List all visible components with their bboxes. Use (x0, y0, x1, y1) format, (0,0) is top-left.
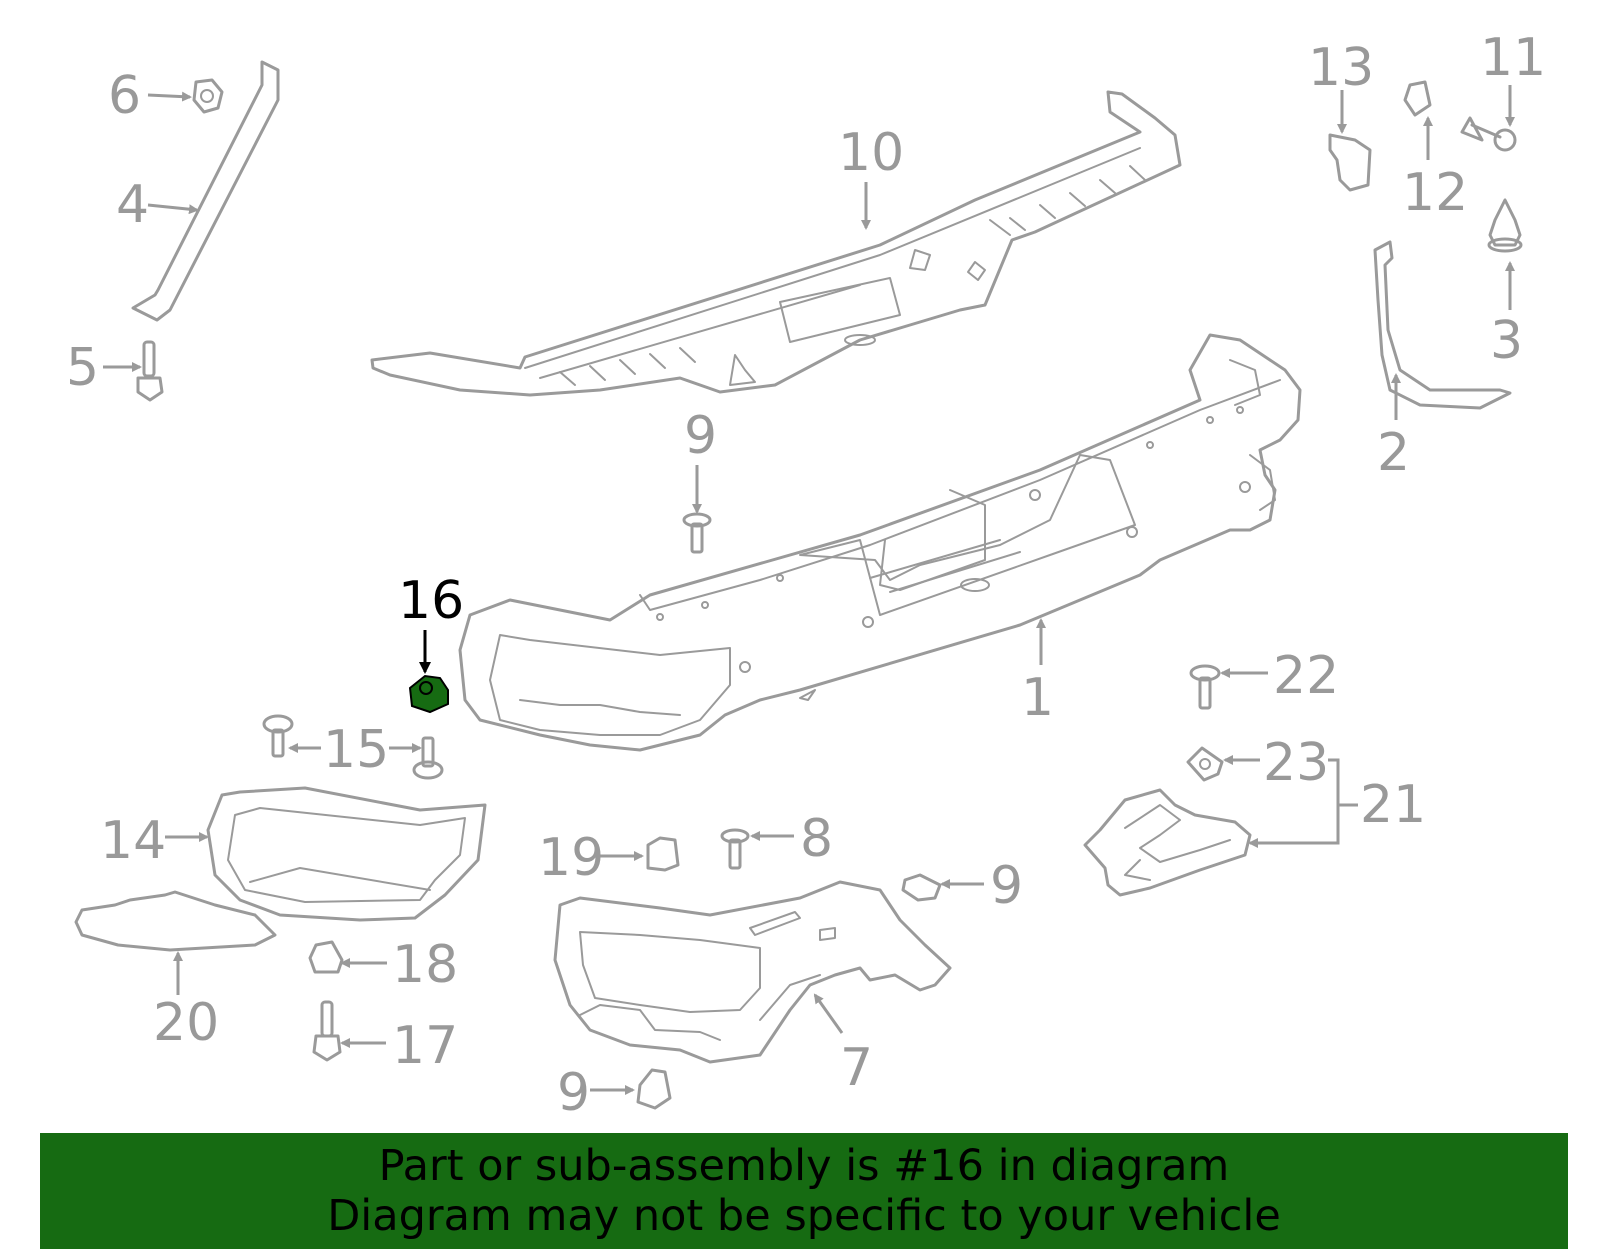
callout-21: 21 (1360, 775, 1426, 835)
banner-line-1: Part or sub-assembly is #16 in diagram (378, 1141, 1230, 1191)
callout-15: 15 (323, 720, 389, 780)
callout-9-upper: 9 (684, 406, 717, 466)
part-13-bracket (1328, 133, 1372, 192)
callout-20: 20 (153, 993, 219, 1053)
callout-2: 2 (1377, 423, 1410, 483)
callout-14: 14 (100, 811, 166, 871)
callout-12: 12 (1402, 163, 1468, 223)
callout-7: 7 (840, 1038, 873, 1098)
part-8-screw (720, 828, 750, 870)
part-3-push-pin (1487, 198, 1523, 253)
part-10-step-pad (370, 90, 1182, 397)
callout-1: 1 (1021, 668, 1054, 728)
callout-8: 8 (800, 809, 833, 869)
part-16-clip-highlighted (408, 674, 449, 714)
callout-17: 17 (392, 1016, 458, 1076)
callout-5: 5 (66, 338, 99, 398)
part-17-bolt (312, 1000, 342, 1062)
callout-13: 13 (1308, 38, 1374, 98)
callout-9-lower: 9 (557, 1063, 590, 1123)
callout-16: 16 (398, 571, 464, 631)
part-7-bumper-end (553, 880, 952, 1064)
part-4-trim-strip (131, 60, 280, 322)
callout-9-mid: 9 (990, 856, 1023, 916)
parts-diagram: 1 2 3 4 5 6 7 8 9 9 9 10 11 12 13 14 15 … (66, 28, 1546, 1123)
callout-11: 11 (1480, 28, 1546, 88)
callout-22: 22 (1273, 646, 1339, 706)
part-21-bracket-assembly (1083, 788, 1252, 897)
part-9-screw-upper (682, 512, 712, 554)
callout-18: 18 (392, 935, 458, 995)
callout-23: 23 (1263, 733, 1329, 793)
part-14-lamp-bezel (206, 786, 487, 922)
leader-arrows (103, 85, 1515, 1095)
callout-3: 3 (1490, 311, 1523, 371)
callout-10: 10 (838, 123, 904, 183)
part-23-nut (1186, 746, 1224, 782)
part-6-nut (192, 78, 224, 114)
part-15-bolts (262, 714, 444, 780)
part-1-bumper (458, 333, 1302, 752)
callout-labels: 1 2 3 4 5 6 7 8 9 9 9 10 11 12 13 14 15 … (66, 28, 1546, 1123)
callout-6: 6 (108, 66, 141, 126)
part-9-clip-mid (901, 873, 942, 902)
callout-19: 19 (538, 828, 604, 888)
part-22-screw (1189, 664, 1221, 710)
part-18-nut (308, 940, 344, 974)
part-12-clip (1403, 80, 1432, 117)
banner-line-2: Diagram may not be specific to your vehi… (327, 1191, 1281, 1241)
part-2-trim (1373, 240, 1512, 410)
part-11-screw (1460, 116, 1517, 152)
info-banner: Part or sub-assembly is #16 in diagram D… (40, 1133, 1568, 1249)
part-19-clip (646, 836, 680, 872)
part-20-panel (74, 890, 277, 952)
callout-4: 4 (116, 175, 149, 235)
part-5-bolt (136, 340, 164, 402)
part-9-clip-lower (636, 1068, 672, 1110)
